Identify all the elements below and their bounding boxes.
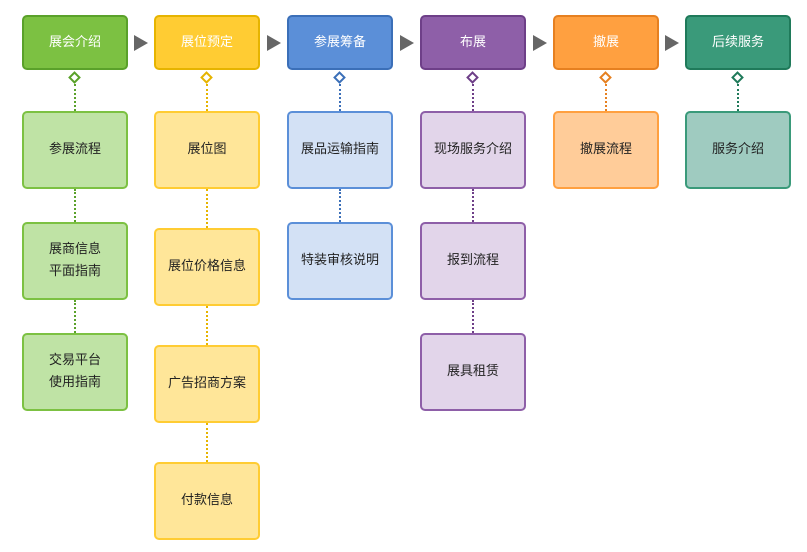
connector-line-1-3 xyxy=(206,423,208,462)
step-header-0[interactable]: 展会介绍 xyxy=(22,15,128,70)
arrow-right-icon xyxy=(532,34,547,51)
arrow-right-icon xyxy=(134,34,148,51)
step-item[interactable]: 广告招商方案 xyxy=(154,345,260,423)
arrow-right-icon xyxy=(665,34,679,51)
connector-line-4-0 xyxy=(605,84,607,111)
connector-diamond-3 xyxy=(466,71,479,84)
step-item[interactable]: 服务介绍 xyxy=(685,111,791,189)
connector-line-1-1 xyxy=(206,189,208,228)
step-item[interactable]: 参展流程 xyxy=(22,111,128,189)
connector-diamond-5 xyxy=(731,71,744,84)
step-item[interactable]: 特装审核说明 xyxy=(287,222,393,300)
step-item[interactable]: 展位图 xyxy=(154,111,260,189)
arrow-right-icon xyxy=(266,34,281,51)
connector-line-3-0 xyxy=(472,84,474,111)
connector-line-2-1 xyxy=(339,189,341,222)
connector-line-3-2 xyxy=(472,300,474,333)
step-header-4[interactable]: 撤展 xyxy=(553,15,659,70)
connector-line-5-0 xyxy=(737,84,739,111)
step-item[interactable]: 撤展流程 xyxy=(553,111,659,189)
connector-diamond-1 xyxy=(200,71,213,84)
step-item[interactable]: 展商信息 平面指南 xyxy=(22,222,128,300)
step-header-3[interactable]: 布展 xyxy=(420,15,526,70)
step-header-5[interactable]: 后续服务 xyxy=(685,15,791,70)
step-item[interactable]: 展位价格信息 xyxy=(154,228,260,306)
step-item[interactable]: 展具租赁 xyxy=(420,333,526,411)
connector-line-1-0 xyxy=(206,84,208,111)
connector-line-0-0 xyxy=(74,84,76,111)
step-item[interactable]: 现场服务介绍 xyxy=(420,111,526,189)
connector-line-0-1 xyxy=(74,189,76,222)
connector-line-0-2 xyxy=(74,300,76,333)
step-header-1[interactable]: 展位预定 xyxy=(154,15,260,70)
step-item[interactable]: 报到流程 xyxy=(420,222,526,300)
connector-line-3-1 xyxy=(472,189,474,222)
step-item[interactable]: 付款信息 xyxy=(154,462,260,540)
step-header-2[interactable]: 参展筹备 xyxy=(287,15,393,70)
step-item[interactable]: 展品运输指南 xyxy=(287,111,393,189)
arrow-right-icon xyxy=(399,34,414,51)
connector-diamond-2 xyxy=(333,71,346,84)
connector-diamond-4 xyxy=(599,71,612,84)
connector-line-1-2 xyxy=(206,306,208,345)
connector-diamond-0 xyxy=(68,71,81,84)
connector-line-2-0 xyxy=(339,84,341,111)
step-item[interactable]: 交易平台 使用指南 xyxy=(22,333,128,411)
